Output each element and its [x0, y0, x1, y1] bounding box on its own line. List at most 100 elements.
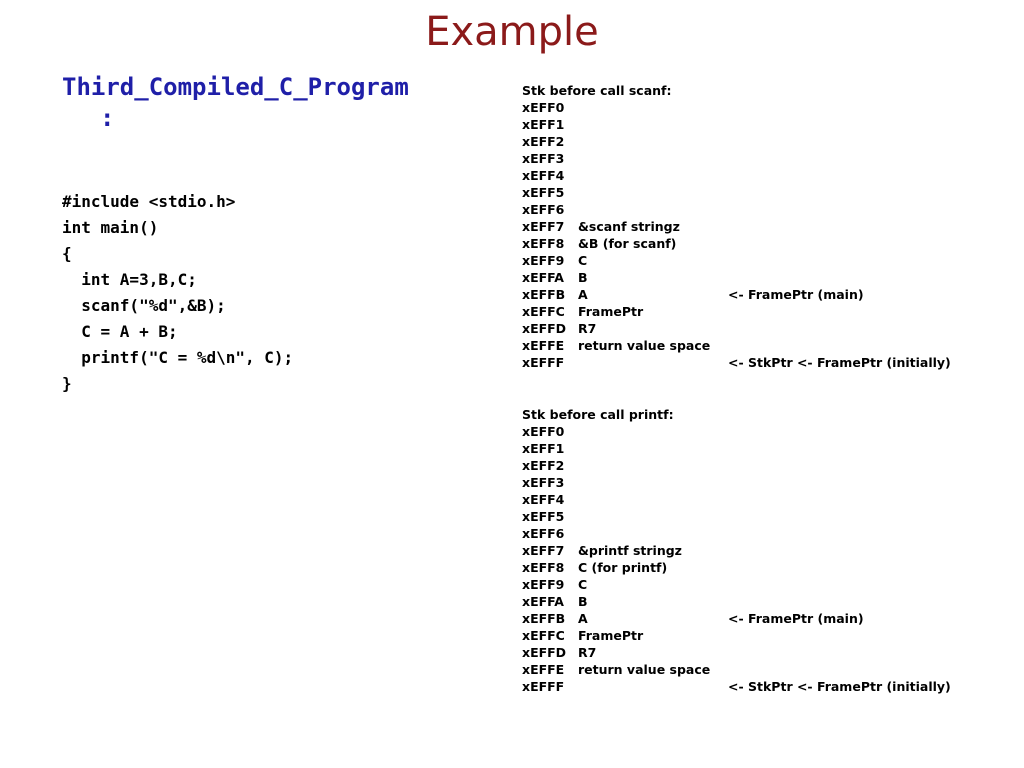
stack-content: C	[578, 253, 588, 268]
stack-content: C	[578, 577, 588, 592]
stack-address: xEFFF	[522, 679, 565, 694]
stack-row: xEFF5	[522, 508, 710, 525]
stack-row: xEFF2	[522, 133, 710, 150]
stack-row: xEFFF <- StkPtr <- FramePtr (initially)	[522, 678, 951, 695]
stack-row: xEFF6	[522, 525, 710, 542]
stack-address: xEFF3	[522, 151, 565, 166]
stack-address: xEFF7	[522, 543, 565, 558]
stack-content: R7	[578, 645, 597, 660]
stack-content: C (for printf)	[578, 560, 668, 575]
stack-row: xEFFA B	[522, 593, 710, 610]
stack-address: xEFF6	[522, 526, 565, 541]
stack-row: xEFFE return value space	[522, 661, 710, 678]
stack-address: xEFFF	[522, 355, 565, 370]
code-line: int main()	[62, 218, 159, 237]
stack-pointer-annotation: <- FramePtr (main)	[728, 611, 864, 626]
stack-address: xEFFD	[522, 645, 567, 660]
code-line: {	[62, 244, 72, 263]
slide-title: Example	[425, 9, 599, 55]
stack-address: xEFF7	[522, 219, 565, 234]
stack-row: xEFF9 C	[522, 252, 710, 269]
code-line: }	[62, 374, 72, 393]
stack-row: xEFF0	[522, 423, 710, 440]
stack-address: xEFF6	[522, 202, 565, 217]
stack-address: xEFFA	[522, 594, 564, 609]
code-line: int A=3,B,C;	[62, 270, 197, 289]
stack-row: xEFF3	[522, 474, 710, 491]
stack-content: R7	[578, 321, 597, 336]
stack-row: xEFF8&B (for scanf)	[522, 235, 710, 252]
stack-row: xEFFB A <- FramePtr (main)	[522, 286, 864, 303]
stack-address: xEFF9	[522, 253, 565, 268]
stack-pointer-annotation: <- FramePtr (main)	[728, 287, 864, 302]
stack-row: xEFFB A <- FramePtr (main)	[522, 610, 864, 627]
stack-row: xEFFF <- StkPtr <- FramePtr (initially)	[522, 354, 951, 371]
program-heading: Third_Compiled_C_Program :	[62, 72, 492, 134]
stack-row: xEFF2	[522, 457, 710, 474]
stack-content: return value space	[578, 338, 711, 353]
code-line: C = A + B;	[62, 322, 178, 341]
stack-address: xEFFD	[522, 321, 567, 336]
stack-address: xEFF2	[522, 134, 565, 149]
program-heading-colon: :	[100, 104, 115, 132]
stack-address: xEFF5	[522, 185, 565, 200]
stack-row: xEFFD R7	[522, 644, 710, 661]
stack-row: xEFFA B	[522, 269, 710, 286]
stack-address: xEFF9	[522, 577, 565, 592]
stack-row: xEFFC FramePtr	[522, 303, 710, 320]
stack-address: xEFF3	[522, 475, 565, 490]
stack-content: A	[578, 287, 588, 302]
stack-content: FramePtr	[578, 628, 644, 643]
stack-address: xEFFC	[522, 628, 565, 643]
stack-address: xEFFB	[522, 611, 566, 626]
stack-row: xEFF7&scanf stringz	[522, 218, 710, 235]
stack-header: Stk before call printf:	[522, 407, 674, 422]
stack-row: xEFF1	[522, 440, 710, 457]
stack-address: xEFF1	[522, 441, 565, 456]
stack-address: xEFF0	[522, 100, 565, 115]
stack-address: xEFF2	[522, 458, 565, 473]
stack-address: xEFF4	[522, 168, 565, 183]
code-line: printf("C = %d\n", C);	[62, 348, 294, 367]
stack-content: B	[578, 594, 588, 609]
stack-row: xEFF7&printf stringz	[522, 542, 710, 559]
stack-address: xEFF8	[522, 236, 565, 251]
stack-address: xEFFB	[522, 287, 566, 302]
stack-row: xEFFD R7	[522, 320, 710, 337]
stack-row: xEFFE return value space	[522, 337, 710, 354]
stack-content: &printf stringz	[578, 543, 682, 558]
stack-pointer-annotation: <- StkPtr <- FramePtr (initially)	[728, 355, 951, 370]
stack-address: xEFF4	[522, 492, 565, 507]
stack-header: Stk before call scanf:	[522, 83, 672, 98]
stack-address: xEFFE	[522, 338, 565, 353]
stack-address: xEFF8	[522, 560, 565, 575]
stack-address: xEFF0	[522, 424, 565, 439]
stack-content: FramePtr	[578, 304, 644, 319]
stack-content: B	[578, 270, 588, 285]
stack-content: &scanf stringz	[578, 219, 680, 234]
stack-address: xEFF1	[522, 117, 565, 132]
stack-before-printf: Stk before call printf: xEFF0 xEFF1 xEFF2 x…	[522, 406, 951, 695]
stack-row: xEFF8 C (for printf)	[522, 559, 710, 576]
stack-row: xEFF5	[522, 184, 710, 201]
stack-row: xEFF3	[522, 150, 710, 167]
stack-content: &B (for scanf)	[578, 236, 677, 251]
stack-row: xEFF1	[522, 116, 710, 133]
stack-row: xEFFC FramePtr	[522, 627, 710, 644]
stack-address: xEFFC	[522, 304, 565, 319]
stack-address: xEFFE	[522, 662, 565, 677]
stack-content: return value space	[578, 662, 711, 677]
stack-pointer-annotation: <- StkPtr <- FramePtr (initially)	[728, 679, 951, 694]
program-name: Third_Compiled_C_Program	[62, 73, 409, 101]
stack-row: xEFF9 C	[522, 576, 710, 593]
stack-address: xEFFA	[522, 270, 564, 285]
code-line: #include <stdio.h>	[62, 192, 236, 211]
stack-row: xEFF0	[522, 99, 710, 116]
stack-content: A	[578, 611, 588, 626]
code-listing: #include <stdio.h> int main() { int A=3,…	[62, 189, 293, 397]
stack-row: xEFF4	[522, 491, 710, 508]
stack-address: xEFF5	[522, 509, 565, 524]
stack-row: xEFF6	[522, 201, 710, 218]
